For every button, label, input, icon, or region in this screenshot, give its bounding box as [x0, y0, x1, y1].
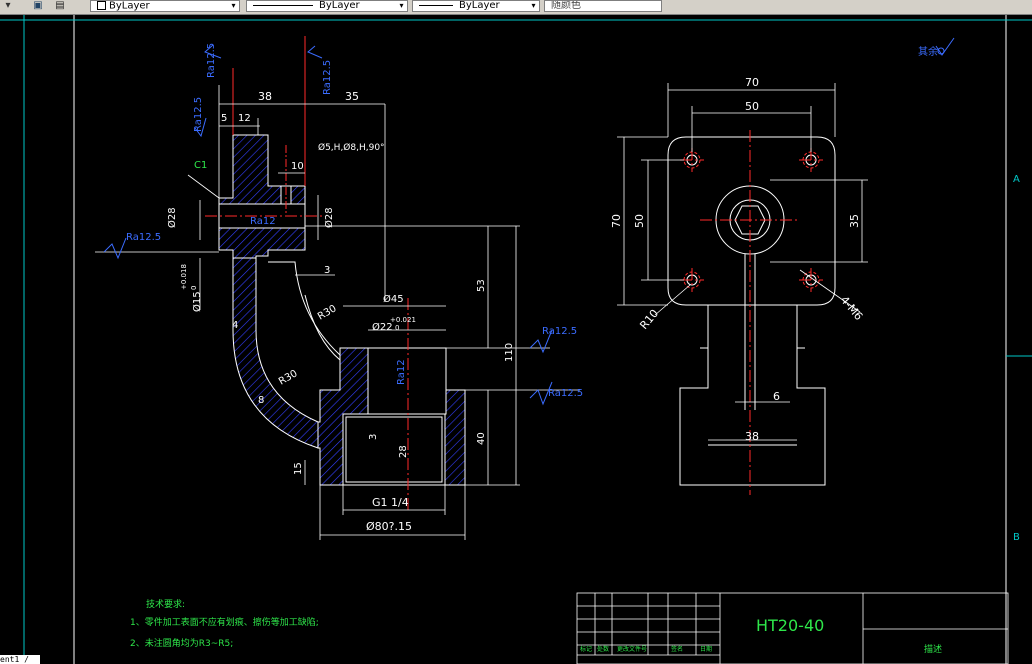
title-block: [576, 592, 1009, 664]
toolbar-arrow-icon[interactable]: ▾: [5, 0, 11, 11]
tol-22-lower: 0: [395, 324, 399, 332]
title-block-header: 更改文件号: [617, 645, 647, 653]
lineweight-control-select[interactable]: ByLayer ▾: [412, 0, 540, 12]
roughness-label: Ra12.5: [542, 326, 577, 337]
linetype-control-select[interactable]: ByLayer ▾: [246, 0, 408, 12]
right-view-dimensions: [617, 83, 868, 441]
dim-8: 8: [258, 395, 264, 406]
title-block-text: HT20-40 描述 标记 处数 更改文件号 签名 日期: [580, 616, 942, 655]
chamfer-label: C1: [194, 160, 207, 171]
dim-10: 10: [291, 161, 304, 172]
dim-12: 12: [238, 113, 251, 124]
command-line-fragment[interactable]: ent1 /: [0, 655, 40, 664]
properties-toolbar: ▾ ▣ ▤ ByLayer ▾ ByLayer ▾ ByLayer ▾ 随颜色: [0, 0, 1032, 15]
roughness-symbols: [103, 44, 553, 406]
title-block-header: 标记: [580, 645, 592, 653]
title-block-header: 签名: [671, 645, 683, 653]
drawing-canvas[interactable]: A B 其余: [0, 15, 1032, 664]
frame-zone-label: B: [1013, 532, 1020, 543]
technical-requirements: 技术要求: 1、零件加工表面不应有划痕、擦伤等加工缺陷; 2、未注圆角均为R3~…: [130, 598, 319, 649]
frame-zone-label: A: [1013, 174, 1020, 185]
dim-40: 40: [476, 432, 487, 445]
dim-110: 110: [504, 343, 515, 362]
tol-15-lower: 0: [190, 286, 198, 290]
left-view-roughness: Ra12.5 Ra12.5 Ra12.5 Ra12.5 Ra12.5 Ra12.…: [126, 43, 583, 399]
tech-note-2: 2、未注圆角均为R3~R5;: [130, 637, 233, 649]
roughness-label: Ra12: [250, 216, 276, 227]
dim-35-side: 35: [848, 214, 861, 228]
tech-note-1: 1、零件加工表面不应有划痕、擦伤等加工缺陷;: [130, 616, 319, 628]
dim-dia22: Ø22: [372, 321, 393, 333]
stamp-label: 描述: [924, 643, 942, 655]
chevron-down-icon[interactable]: ▾: [399, 1, 404, 10]
dim-3-top: 3: [324, 265, 330, 276]
roughness-label: Ra12.5: [206, 43, 217, 78]
dim-4: 4: [232, 320, 238, 331]
lineweight-sample: [419, 4, 453, 6]
dim-50-side: 50: [633, 214, 646, 228]
title-block-header: 处数: [597, 645, 609, 653]
dim-4-m6: 4-M6: [838, 294, 866, 323]
general-roughness-note: 其余: [918, 37, 955, 58]
dim-dia15: Ø15: [191, 291, 203, 312]
dim-53: 53: [476, 279, 487, 292]
dim-6: 6: [773, 390, 780, 403]
roughness-label: Ra12.5: [126, 232, 161, 243]
roughness-label: Ra12.5: [193, 97, 204, 132]
layer-states-icon[interactable]: ▣: [33, 0, 43, 11]
dim-dia45: Ø45: [383, 293, 404, 305]
left-section-view: [205, 36, 466, 510]
dim-dia80: Ø80?.15: [366, 520, 412, 533]
dim-38: 38: [258, 90, 272, 103]
dim-r30-upper: R30: [316, 303, 339, 322]
roughness-label: Ra12.5: [548, 388, 583, 399]
roughness-general-label: 其余: [918, 45, 938, 58]
drawing-frame: A B: [0, 15, 1032, 664]
plot-style-control-select[interactable]: 随颜色: [544, 0, 662, 12]
color-control-select[interactable]: ByLayer ▾: [90, 0, 240, 12]
tech-notes-title: 技术要求:: [146, 598, 185, 610]
dim-r10: R10: [637, 307, 661, 332]
dim-r30-lower: R30: [277, 368, 300, 387]
roughness-label: Ra12.5: [322, 60, 333, 95]
tol-22-upper: +0.021: [390, 316, 416, 324]
dim-dia28-right: Ø28: [323, 207, 335, 228]
tol-15-upper: +0.018: [180, 264, 188, 290]
dim-5: 5: [221, 113, 227, 124]
chevron-down-icon[interactable]: ▾: [231, 1, 236, 10]
dim-70-top: 70: [745, 76, 759, 89]
dim-dia28-left: Ø28: [166, 207, 178, 228]
material-label: HT20-40: [756, 616, 824, 635]
title-block-header: 日期: [700, 645, 712, 653]
thread-callout: G1 1/4: [372, 496, 409, 509]
chevron-down-icon[interactable]: ▾: [531, 1, 536, 10]
dim-70-side: 70: [610, 214, 623, 228]
dim-15: 15: [293, 462, 304, 475]
dim-50-top: 50: [745, 100, 759, 113]
color-swatch-icon: [97, 1, 106, 10]
hole-callout: Ø5,H,Ø8,H,90°: [318, 142, 385, 153]
layer-previous-icon[interactable]: ▤: [55, 0, 65, 11]
roughness-label: Ra12: [396, 359, 407, 385]
dim-3-inner: 3: [368, 434, 379, 440]
dim-38-bottom: 38: [745, 430, 759, 443]
dim-35: 35: [345, 90, 359, 103]
left-view-dimension-text: 38 35 5 12 10 Ø5,H,Ø8,H,90° Ø28 Ø28 3 Ø1…: [166, 90, 515, 533]
linetype-sample: [253, 4, 313, 6]
left-view-dimensions: [95, 85, 580, 540]
dim-28: 28: [398, 445, 409, 458]
